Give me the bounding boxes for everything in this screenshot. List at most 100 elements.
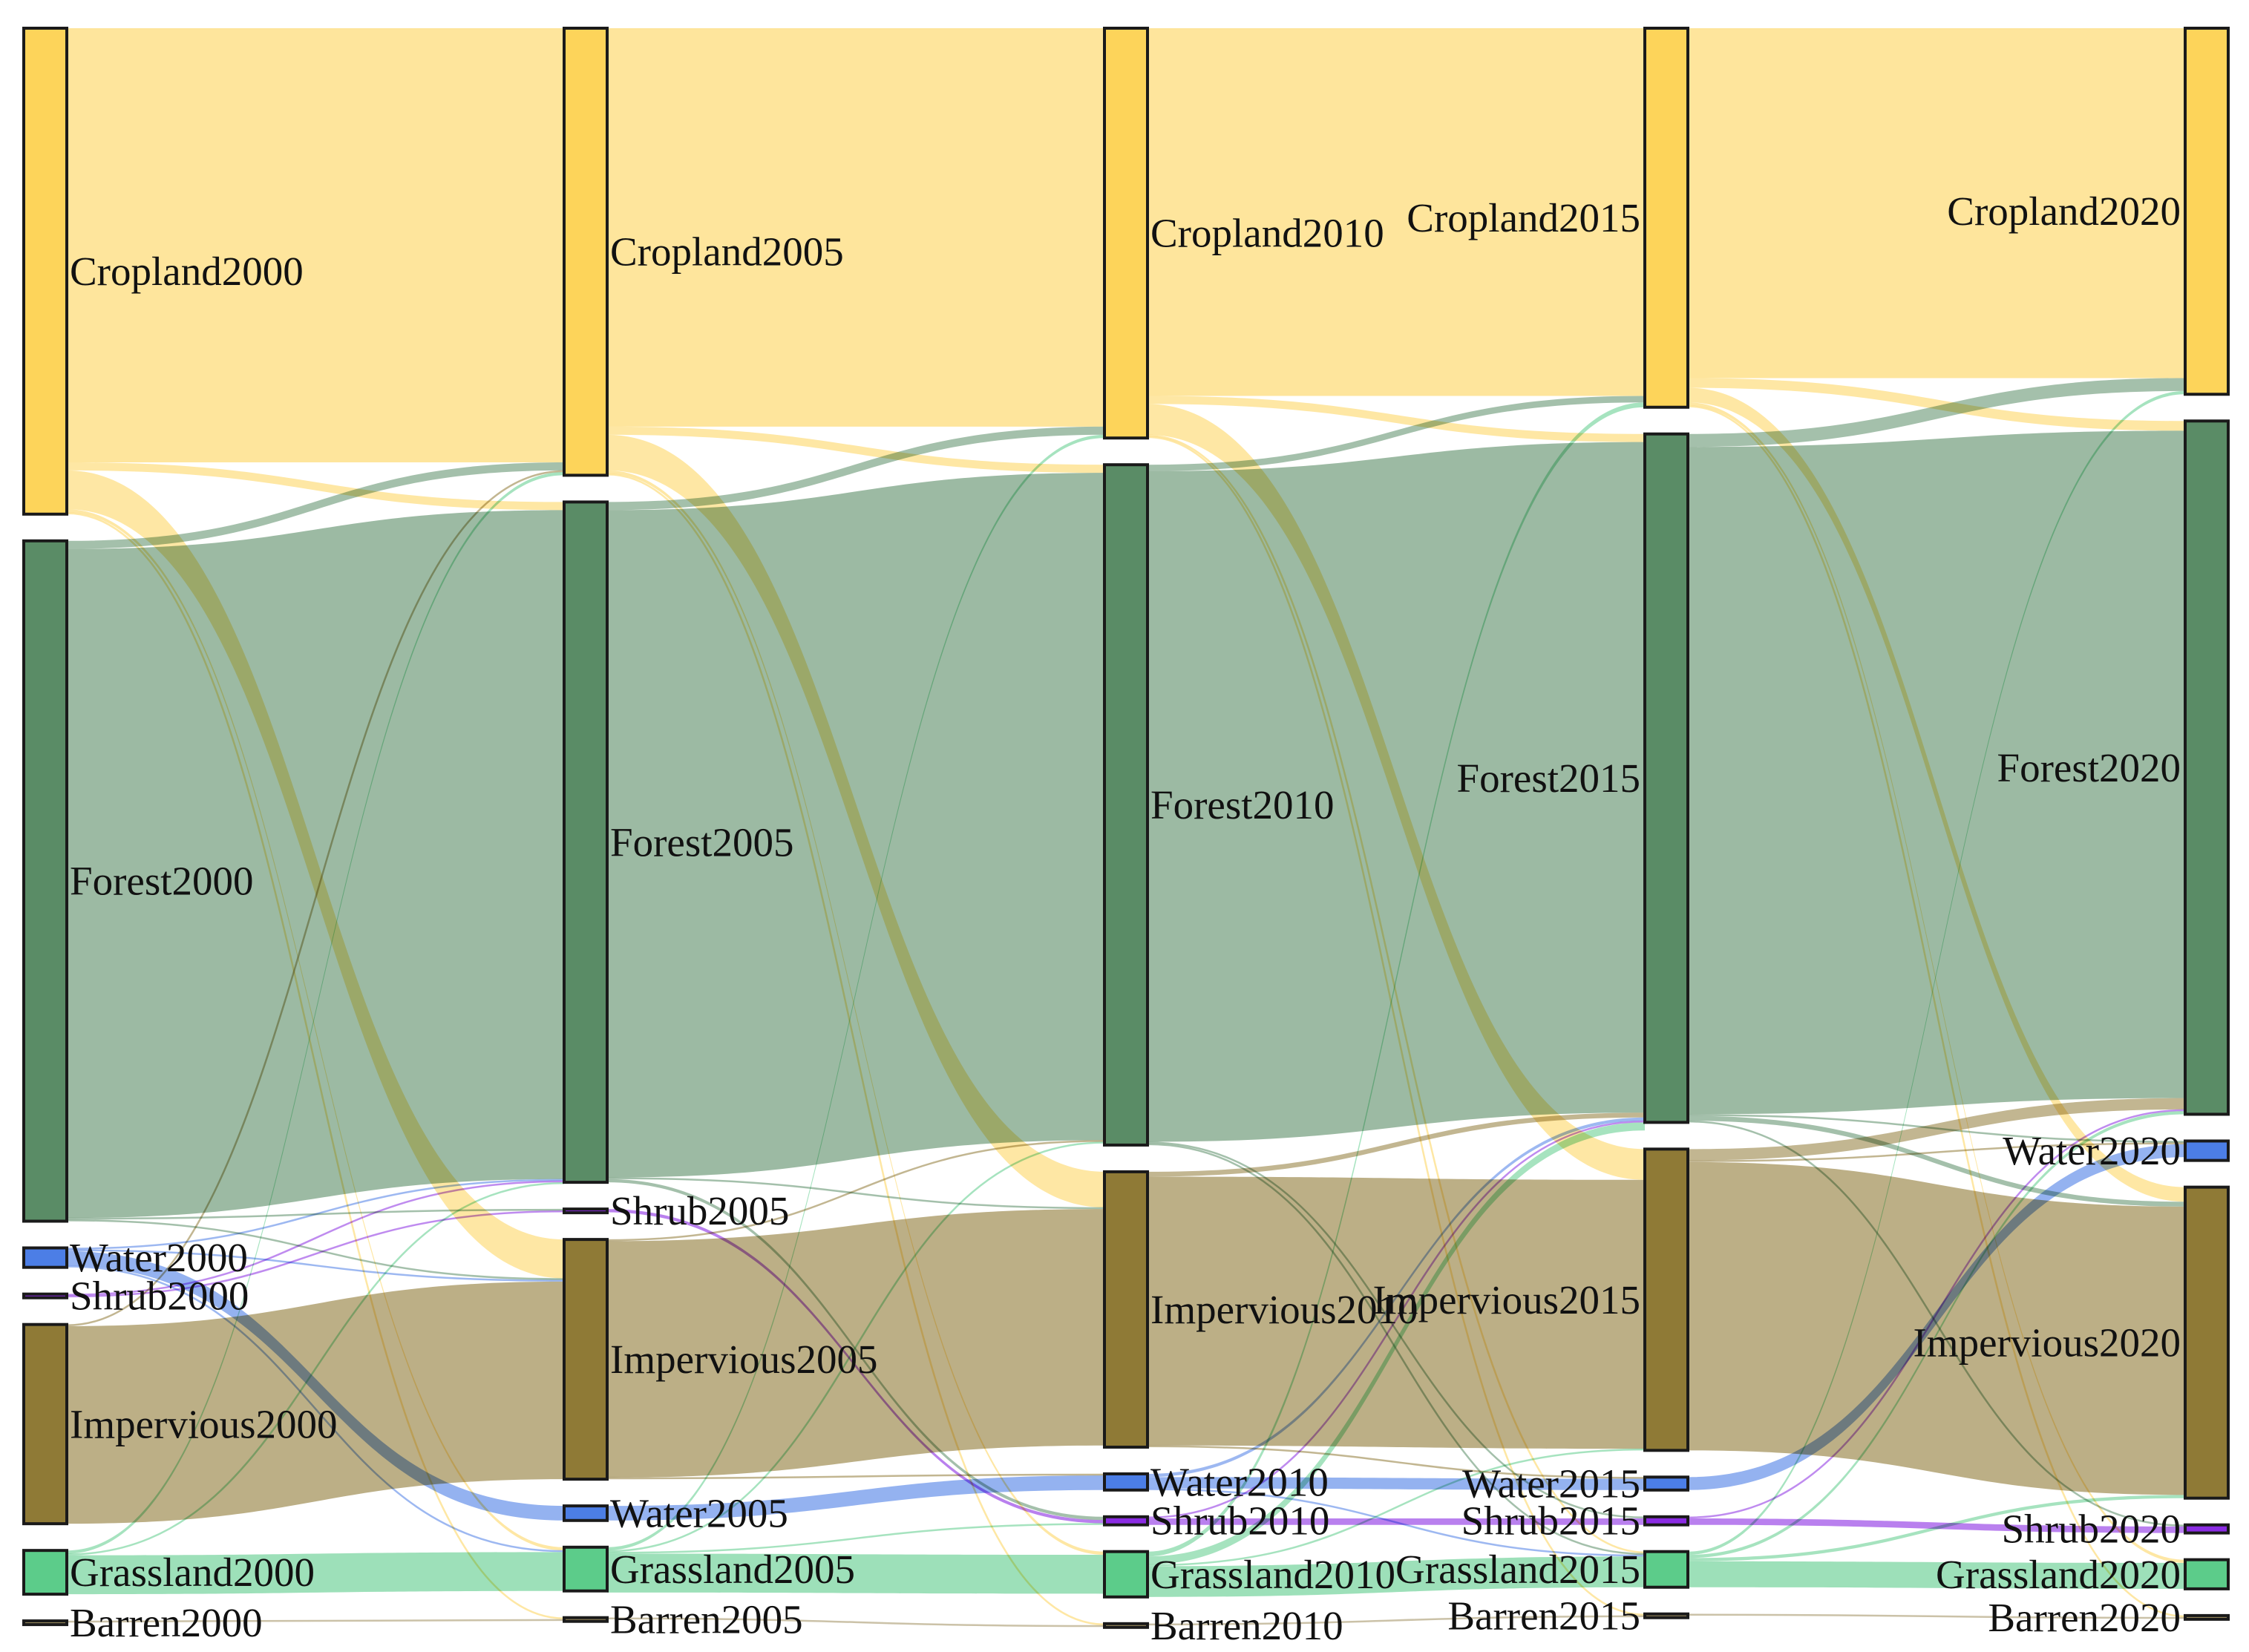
- label-Water2020: Water2020: [2003, 1128, 2181, 1173]
- label-Cropland2010: Cropland2010: [1150, 211, 1384, 256]
- flow-Cropland2010-to-Forest2015: [1148, 396, 1645, 442]
- label-Grassland2010: Grassland2010: [1150, 1552, 1395, 1597]
- flow-Cropland2000-to-Forest2005: [67, 462, 564, 511]
- node-Barren2015: [1643, 1612, 1689, 1619]
- label-Forest2010: Forest2010: [1150, 782, 1335, 827]
- node-Grassland2015: [1643, 1550, 1689, 1589]
- flow-Cropland2015-to-Forest2020: [1688, 378, 2185, 431]
- sankey-links: [66, 28, 2186, 1628]
- flow-Forest2010-to-Forest2015: [1148, 442, 1645, 1142]
- node-Shrub2000: [22, 1292, 68, 1299]
- label-Grassland2005: Grassland2005: [610, 1547, 855, 1592]
- node-Shrub2020: [2184, 1523, 2230, 1535]
- node-Forest2020: [2184, 419, 2230, 1116]
- flow-Grassland2015-to-Forest2020: [1688, 1111, 2185, 1558]
- label-Barren2000: Barren2000: [70, 1600, 263, 1645]
- label-Barren2010: Barren2010: [1150, 1603, 1343, 1648]
- flow-Water2010-to-Water2015: [1148, 1477, 1645, 1490]
- label-Grassland2020: Grassland2020: [1936, 1552, 2181, 1597]
- label-Shrub2020: Shrub2020: [2002, 1507, 2181, 1552]
- flow-Grassland2015-to-Impervious2020: [1688, 1495, 2185, 1561]
- flow-Shrub2015-to-Forest2020: [1687, 1109, 2186, 1519]
- flow-Grassland2010-to-Forest2015: [1148, 1122, 1645, 1565]
- label-Cropland2015: Cropland2015: [1407, 195, 1640, 240]
- flow-Forest2000-to-Impervious2005: [66, 1219, 565, 1280]
- flow-Impervious2015-to-Impervious2020: [1688, 1161, 2185, 1495]
- node-Water2020: [2184, 1139, 2230, 1162]
- flow-Impervious2010-to-Impervious2015: [1148, 1176, 1645, 1449]
- node-Cropland2020: [2184, 27, 2230, 396]
- label-Water2015: Water2015: [1462, 1461, 1640, 1507]
- flow-Forest2000-to-Forest2005: [67, 510, 564, 1219]
- node-Cropland2010: [1103, 27, 1149, 440]
- label-Forest2005: Forest2005: [610, 819, 794, 865]
- flow-Grassland2010-to-Impervious2015: [1147, 1448, 1646, 1567]
- flow-Impervious2015-to-Forest2020: [1688, 1098, 2185, 1161]
- flow-Cropland2005-to-Cropland2010: [607, 28, 1104, 427]
- node-Grassland2020: [2184, 1558, 2230, 1590]
- flow-Cropland2000-to-Cropland2005: [67, 28, 564, 462]
- flow-Impervious2005-to-Water2010: [606, 1473, 1105, 1480]
- flow-Shrub2000-to-Forest2005: [66, 1180, 565, 1296]
- flow-Grassland2005-to-Grassland2010: [607, 1553, 1104, 1594]
- flow-Forest2005-to-Cropland2010: [607, 426, 1104, 511]
- node-Barren2005: [563, 1616, 609, 1623]
- flow-Barren2010-to-Barren2015: [1147, 1615, 1646, 1626]
- node-Forest2010: [1103, 463, 1149, 1147]
- flow-Shrub2015-to-Shrub2020: [1688, 1518, 2185, 1533]
- node-Water2015: [1643, 1475, 1689, 1492]
- label-Shrub2015: Shrub2015: [1461, 1498, 1640, 1544]
- flow-Forest2015-to-Forest2020: [1688, 430, 2185, 1115]
- flow-Barren2005-to-Barren2010: [606, 1617, 1105, 1628]
- node-Impervious2020: [2184, 1185, 2230, 1500]
- flow-Cropland2005-to-Forest2010: [607, 426, 1104, 473]
- flow-Grassland2005-to-Cropland2010: [607, 434, 1104, 1551]
- label-Grassland2000: Grassland2000: [70, 1550, 315, 1595]
- flow-Impervious2015-to-Water2020: [1687, 1142, 2186, 1162]
- label-Water2010: Water2010: [1150, 1459, 1329, 1504]
- node-Impervious2010: [1103, 1170, 1149, 1449]
- node-Impervious2015: [1643, 1147, 1689, 1452]
- flow-Shrub2010-to-Forest2015: [1147, 1120, 1646, 1519]
- node-Barren2020: [2184, 1613, 2230, 1621]
- node-Impervious2005: [563, 1238, 609, 1481]
- flow-Forest2015-to-Impervious2020: [1688, 1115, 2185, 1207]
- flow-Grassland2005-to-Forest2010: [606, 1141, 1105, 1553]
- flow-Impervious2005-to-Forest2010: [606, 1140, 1105, 1242]
- flow-Forest2000-to-Cropland2005: [67, 462, 564, 549]
- node-Grassland2000: [22, 1549, 68, 1596]
- flow-Barren2000-to-Barren2005: [66, 1619, 565, 1623]
- label-Water2000: Water2000: [70, 1235, 248, 1280]
- label-Cropland2020: Cropland2020: [1947, 189, 2181, 234]
- node-Water2005: [563, 1504, 609, 1522]
- node-Barren2000: [22, 1619, 68, 1627]
- label-Forest2000: Forest2000: [70, 859, 254, 904]
- label-Impervious2000: Impervious2000: [70, 1401, 338, 1446]
- label-Shrub2005: Shrub2005: [610, 1188, 789, 1233]
- label-Barren2015: Barren2015: [1447, 1593, 1640, 1639]
- flow-Grassland2010-to-Cropland2015: [1148, 402, 1645, 1557]
- node-Cropland2015: [1643, 27, 1689, 409]
- flow-Forest2015-to-Cropland2020: [1688, 378, 2185, 448]
- flow-Grassland2005-to-Shrub2010: [606, 1523, 1105, 1554]
- flow-Water2000-to-Forest2005: [66, 1179, 565, 1250]
- flow-Forest2010-to-Cropland2015: [1148, 396, 1645, 471]
- node-Shrub2005: [563, 1207, 609, 1215]
- sankey-nodes: [22, 27, 2230, 1629]
- flow-Water2015-to-Water2020: [1688, 1144, 2185, 1490]
- flow-Barren2015-to-Barren2020: [1687, 1613, 2186, 1619]
- flow-Impervious2000-to-Cropland2005: [66, 470, 565, 1326]
- flow-Impervious2005-to-Impervious2010: [607, 1209, 1104, 1478]
- flow-Grassland2000-to-Grassland2005: [67, 1552, 564, 1595]
- flow-Grassland2015-to-Grassland2020: [1688, 1561, 2185, 1589]
- flow-Impervious2010-to-Forest2015: [1148, 1112, 1645, 1177]
- label-Shrub2000: Shrub2000: [70, 1274, 249, 1319]
- node-Water2010: [1103, 1472, 1149, 1492]
- flow-Grassland2015-to-Cropland2020: [1688, 390, 2185, 1556]
- flow-Water2000-to-Impervious2005: [66, 1249, 565, 1282]
- label-Cropland2000: Cropland2000: [70, 249, 304, 294]
- node-Grassland2010: [1103, 1550, 1149, 1599]
- label-Barren2020: Barren2020: [1988, 1595, 2181, 1640]
- label-Forest2020: Forest2020: [1997, 745, 2181, 790]
